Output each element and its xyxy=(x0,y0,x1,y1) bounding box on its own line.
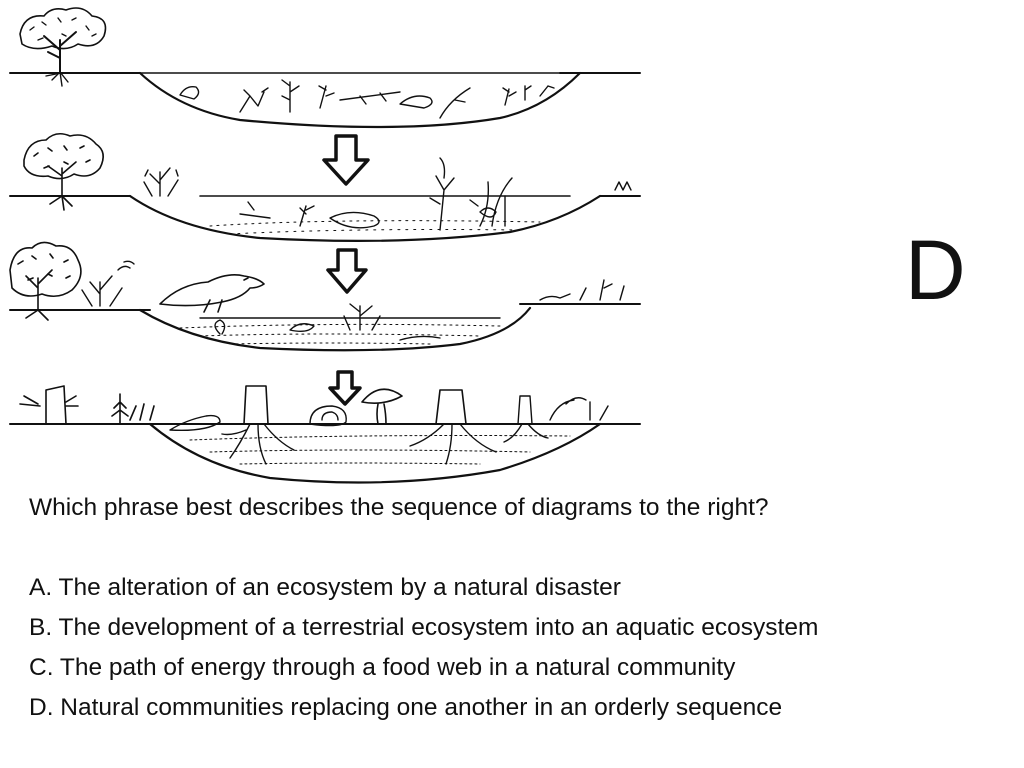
stage-3-marsh xyxy=(9,241,641,352)
question-spacer xyxy=(29,528,999,568)
bird-icon xyxy=(159,274,265,313)
arrow-down-icon-2 xyxy=(326,248,368,294)
stage-2-pond xyxy=(9,132,641,243)
option-c: C. The path of energy through a food web… xyxy=(29,654,736,681)
submerged-plants-1 xyxy=(179,79,555,119)
stage-1-pond xyxy=(9,7,641,129)
option-d: D. Natural communities replacing one ano… xyxy=(29,694,783,721)
snail-icon xyxy=(309,405,347,427)
lizard-icon xyxy=(169,414,221,432)
mushroom-icon xyxy=(361,388,403,425)
shrub-stage-2 xyxy=(143,167,179,197)
shrub-stage-3 xyxy=(81,260,135,307)
succession-diagram xyxy=(9,7,641,484)
tree-stage-3 xyxy=(9,241,82,321)
option-b: B. The development of a terrestrial ecos… xyxy=(29,614,819,641)
answer-letter: D xyxy=(905,223,966,317)
marsh-plants-3 xyxy=(214,279,625,341)
emergent-plants-2 xyxy=(239,157,513,231)
arrow-down-icon-3 xyxy=(328,370,362,406)
question-block: Which phrase best describes the sequence… xyxy=(29,488,999,728)
arrow-down-icon-1 xyxy=(322,134,370,186)
question-text: Which phrase best describes the sequence… xyxy=(29,494,769,521)
option-a: A. The alteration of an ecosystem by a n… xyxy=(29,574,621,601)
tree-stage-2 xyxy=(23,132,104,211)
stump-stage-4 xyxy=(19,385,155,425)
tree-stage-1 xyxy=(19,7,107,87)
stage-4-forest xyxy=(9,385,641,484)
trees-stage-4 xyxy=(221,385,549,465)
